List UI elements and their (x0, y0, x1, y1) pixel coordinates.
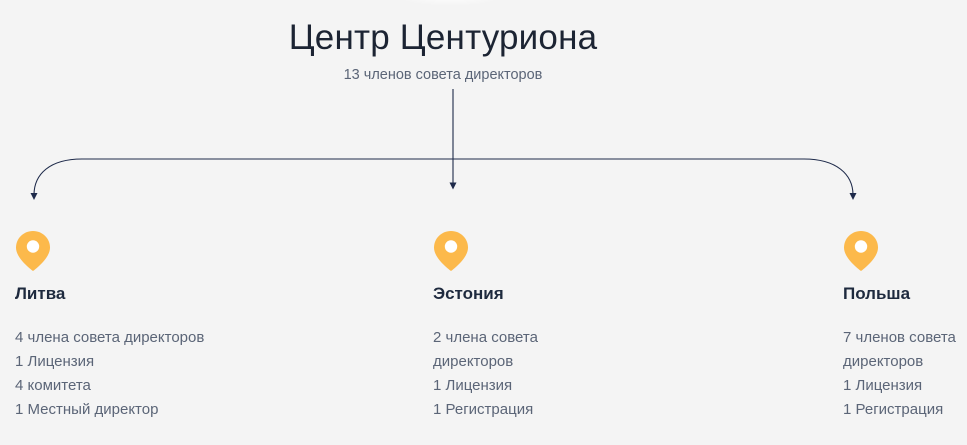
detail-item: 1 Местный директор (15, 401, 159, 418)
detail-item: 4 комитета (15, 377, 91, 394)
branch-title: Литва (15, 284, 66, 303)
detail-item: 1 Регистрация (843, 401, 944, 418)
map-pin-icon (16, 231, 50, 271)
branch-title: Эстония (433, 284, 504, 303)
detail-item: 2 члена совета директоров (433, 329, 538, 370)
branch-poland: Польша 7 членов совета директоров 1 Лице… (843, 230, 965, 422)
branch-title: Польша (843, 284, 911, 303)
detail-item: 4 члена совета директоров (15, 329, 205, 346)
branch-details: 4 члена совета директоров 1 Лицензия 4 к… (15, 326, 255, 422)
bus-line (33, 158, 854, 196)
detail-item: 1 Лицензия (843, 377, 923, 394)
detail-item: 1 Лицензия (15, 353, 95, 370)
page-title: Центр Центуриона (288, 18, 598, 57)
map-pin-icon (844, 231, 878, 271)
decorative-glow (395, 0, 505, 6)
branch-lithuania: Литва 4 члена совета директоров 1 Лиценз… (15, 230, 255, 422)
detail-item: 1 Лицензия (433, 377, 513, 394)
arrow-left (30, 193, 38, 200)
arrow-right (849, 193, 857, 200)
branch-details: 7 членов совета директоров 1 Лицензия 1 … (843, 326, 965, 422)
branch-details: 2 члена совета директоров 1 Лицензия 1 Р… (433, 326, 555, 422)
map-pin-icon (434, 231, 468, 271)
page-subtitle: 13 членов совета директоров (343, 67, 543, 83)
detail-item: 1 Регистрация (433, 401, 534, 418)
branch-estonia: Эстония 2 члена совета директоров 1 Лице… (433, 230, 555, 422)
detail-item: 7 членов совета директоров (843, 329, 956, 370)
